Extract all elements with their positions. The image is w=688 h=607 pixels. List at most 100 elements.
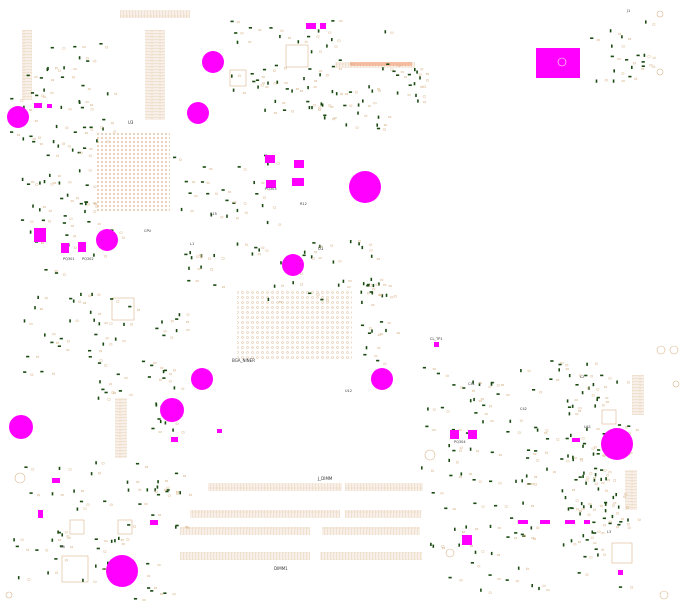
smd-component xyxy=(175,318,179,320)
smd-component xyxy=(155,403,158,407)
passive-pad xyxy=(188,493,192,496)
smd-component xyxy=(465,432,470,434)
passive-pad xyxy=(276,162,280,165)
smd-component xyxy=(338,59,342,61)
passive-pad xyxy=(90,104,93,107)
passive-pad xyxy=(86,203,90,206)
passive-pad xyxy=(481,550,485,553)
passive-pad xyxy=(593,477,596,479)
smd-component xyxy=(44,333,46,337)
smd-component xyxy=(13,538,15,542)
passive-pad xyxy=(621,72,625,75)
smd-component xyxy=(609,29,612,33)
smd-component xyxy=(43,88,45,92)
passive-pad xyxy=(337,39,341,42)
mount-hole xyxy=(601,428,633,460)
passive-pad xyxy=(97,223,101,225)
passive-pad xyxy=(544,432,548,434)
smd-component xyxy=(357,111,359,115)
passive-pad xyxy=(84,131,88,134)
passive-pad xyxy=(375,283,379,286)
passive-pad xyxy=(257,253,261,256)
smd-component xyxy=(236,242,239,246)
smd-component xyxy=(408,84,412,86)
passive-pad xyxy=(237,74,241,77)
smd-component xyxy=(582,444,584,448)
passive-pad xyxy=(641,67,645,70)
passive-pad xyxy=(432,368,436,370)
smd-component xyxy=(54,558,58,560)
smd-component xyxy=(292,281,294,285)
smd-component xyxy=(345,123,348,127)
smd-component xyxy=(641,61,645,63)
smd-component xyxy=(602,517,606,520)
smd-component xyxy=(365,346,368,350)
passive-pad xyxy=(101,462,105,465)
smd-component xyxy=(596,397,598,402)
u-right-label: U41 xyxy=(584,425,591,429)
smd-component xyxy=(110,539,113,543)
smd-component xyxy=(51,538,54,542)
smd-component xyxy=(162,334,166,337)
smd-component xyxy=(520,533,524,536)
passive-pad xyxy=(222,286,225,288)
passive-pad xyxy=(122,340,126,343)
passive-pad xyxy=(349,104,353,107)
smd-component xyxy=(174,472,179,475)
passive-pad xyxy=(481,505,485,508)
smd-component xyxy=(636,54,640,57)
smd-component xyxy=(489,480,493,483)
smd-component xyxy=(78,56,81,60)
passive-pad xyxy=(377,346,381,349)
smd-component xyxy=(73,45,77,48)
passive-pad xyxy=(70,546,74,549)
smd-component xyxy=(472,380,474,384)
smd-component xyxy=(150,590,154,592)
smd-component xyxy=(157,418,161,420)
smd-component xyxy=(106,92,109,96)
smd-component xyxy=(29,135,33,138)
smd-component xyxy=(604,502,607,506)
smd-component xyxy=(267,162,269,166)
bga-center-tag: BGA_NINER xyxy=(232,358,255,363)
smd-component xyxy=(251,252,254,256)
passive-pad xyxy=(338,260,342,263)
smd-component xyxy=(320,102,323,106)
passive-pad xyxy=(105,46,109,49)
smd-component xyxy=(331,20,335,22)
passive-pad xyxy=(534,476,538,478)
passive-pad xyxy=(400,71,404,73)
smd-component xyxy=(147,587,151,589)
smd-component xyxy=(41,219,45,222)
passive-pad xyxy=(596,388,600,391)
passive-pad xyxy=(422,95,426,98)
r2-label: R15 xyxy=(210,212,217,216)
passive-pad xyxy=(581,437,585,440)
smd-component xyxy=(610,55,614,58)
passive-pad xyxy=(593,508,596,511)
passive-pad xyxy=(69,217,73,220)
passive-pad xyxy=(634,77,638,80)
smd-component xyxy=(608,522,612,525)
smd-component xyxy=(582,534,585,538)
smd-component xyxy=(118,536,120,540)
smd-component xyxy=(102,568,106,570)
passive-pad xyxy=(104,364,108,367)
smd-component xyxy=(465,525,467,529)
top-connector xyxy=(120,10,415,68)
passive-pad xyxy=(60,494,64,496)
passive-pad xyxy=(601,532,605,535)
passive-pad xyxy=(50,183,54,186)
smd-component xyxy=(602,433,606,435)
smd-component xyxy=(60,76,65,78)
passive-pad xyxy=(333,116,337,119)
smd-component xyxy=(514,532,518,534)
passive-pad xyxy=(93,60,97,63)
passive-pad xyxy=(456,461,459,464)
passive-pad xyxy=(144,503,148,505)
passive-pad xyxy=(103,550,107,553)
passive-pad xyxy=(573,543,577,546)
smd-component xyxy=(482,420,484,424)
smd-component xyxy=(594,473,597,477)
smd-component xyxy=(451,428,455,431)
